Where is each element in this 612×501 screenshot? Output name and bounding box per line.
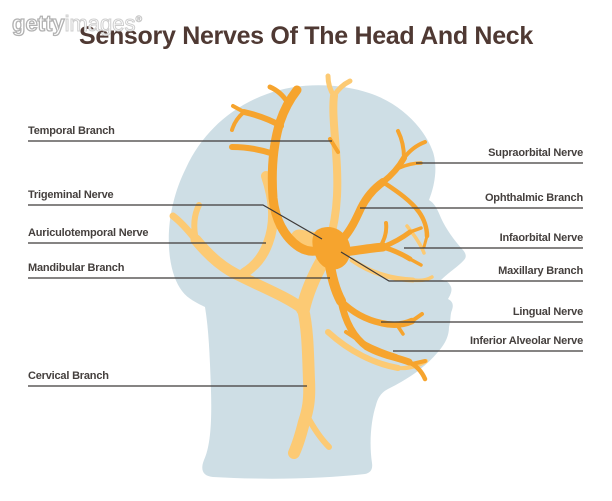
watermark-brand-rest: images	[64, 11, 136, 37]
leader-lines	[28, 140, 583, 387]
label-auriculotemporal-nerve: Auriculotemporal Nerve	[28, 227, 149, 239]
label-ophthalmic-branch: Ophthalmic Branch	[484, 192, 583, 204]
label-infaorbital-nerve: Infaorbital Nerve	[499, 232, 584, 244]
watermark: gettyimages®	[11, 10, 143, 37]
registered-mark: ®	[135, 14, 143, 25]
leader-trigeminal-nerve	[28, 204, 323, 240]
page-title: Sensory Nerves Of The Head And Neck	[78, 22, 533, 50]
label-supraorbital-nerve: Supraorbital Nerve	[488, 147, 583, 159]
label-lingual-nerve: Lingual Nerve	[512, 306, 583, 318]
watermark-brand-bold: getty	[11, 10, 65, 36]
label-cervical-branch: Cervical Branch	[28, 370, 109, 382]
label-maxillary-branch: Maxillary Branch	[498, 265, 583, 277]
label-inferior-alveolar-nerve: Inferior Alveolar Nerve	[470, 335, 583, 347]
label-mandibular-branch: Mandibular Branch	[28, 262, 125, 274]
leader-maxillary-branch	[340, 251, 583, 282]
trigeminal-ganglion	[312, 226, 351, 270]
label-trigeminal-nerve: Trigeminal Nerve	[28, 189, 114, 201]
label-temporal-branch: Temporal Branch	[28, 125, 115, 137]
